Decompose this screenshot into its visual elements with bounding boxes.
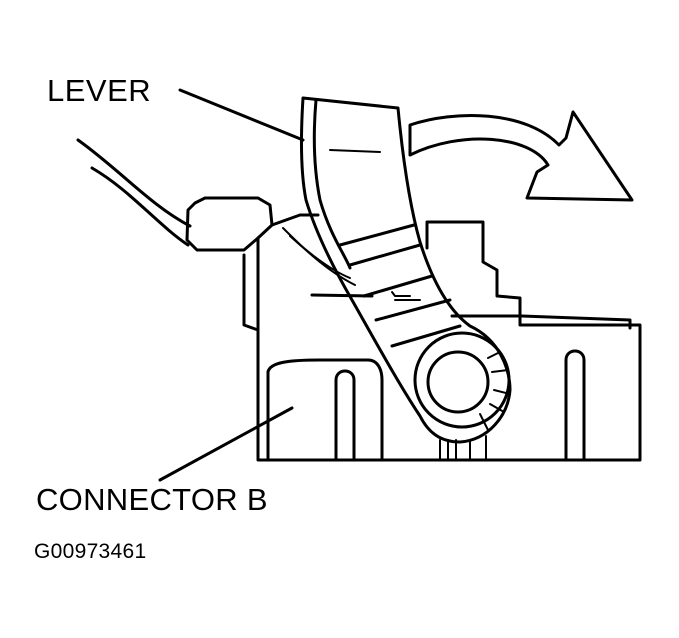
- connector-leader-line: [158, 406, 294, 482]
- figure-id: G00973461: [34, 540, 147, 563]
- connector-body: [185, 196, 642, 462]
- lever: [299, 96, 512, 444]
- connector-b-label: CONNECTOR B: [36, 482, 268, 517]
- lever-leader-line: [178, 88, 305, 142]
- rotation-arrow: [408, 110, 634, 202]
- wire-harness: [76, 138, 192, 247]
- lever-label: LEVER: [47, 73, 152, 108]
